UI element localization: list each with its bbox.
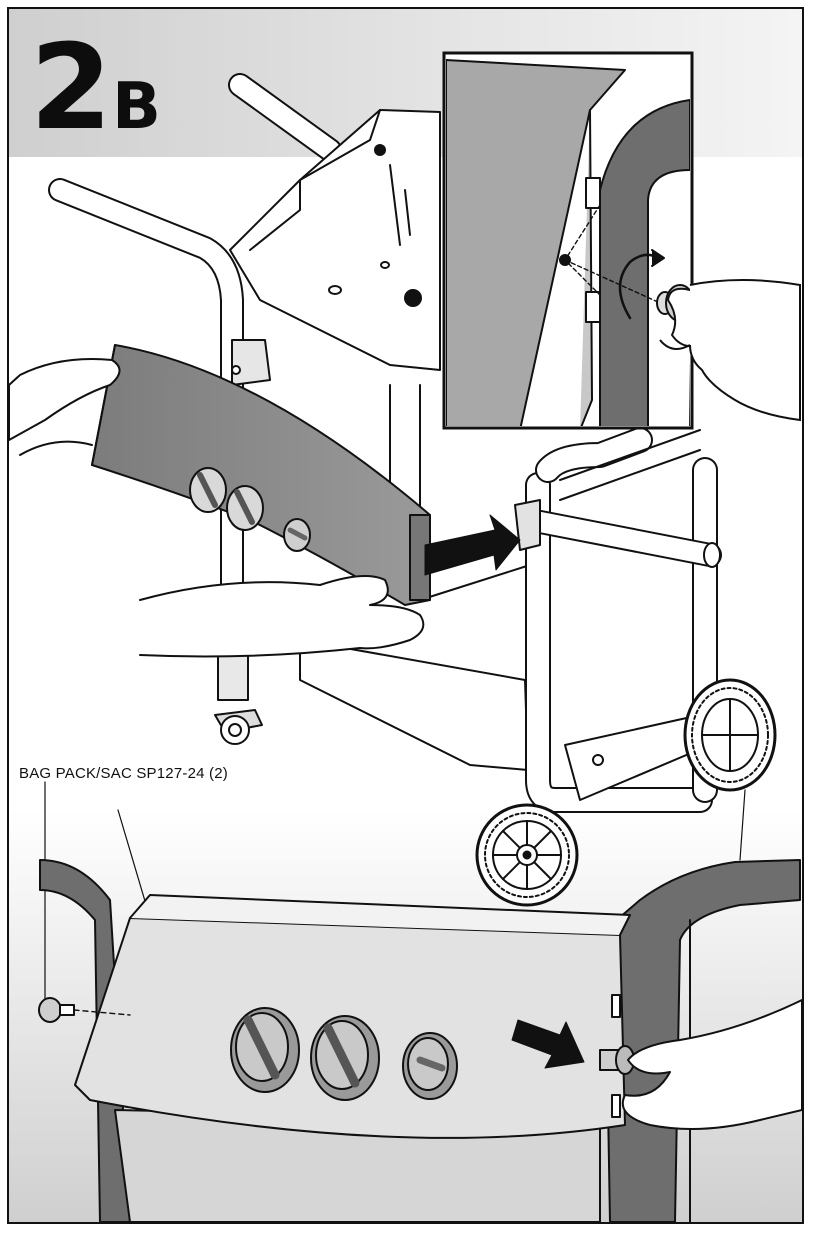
wheel-rear — [683, 678, 777, 792]
grill-cart-illustration — [48, 73, 722, 813]
thumbscrew-icon — [38, 997, 131, 1023]
insert-arrow-icon — [424, 514, 521, 576]
hands-holding-panel — [9, 358, 425, 658]
step-number: 2 — [30, 18, 112, 156]
step-label: 2B — [30, 28, 161, 146]
control-panel-illustration — [39, 859, 801, 1222]
hand-with-thumbscrew — [599, 999, 802, 1130]
wheel-front — [475, 803, 579, 907]
rotate-arrow-icon — [618, 253, 660, 320]
control-panel-upper — [91, 344, 431, 606]
inset-detail-knob-screw — [442, 51, 694, 430]
push-arrow-icon — [511, 1019, 585, 1069]
step-sub-letter: B — [112, 70, 161, 144]
part-callout-label: BAG PACK/SAC SP127-24 (2) — [19, 765, 228, 782]
